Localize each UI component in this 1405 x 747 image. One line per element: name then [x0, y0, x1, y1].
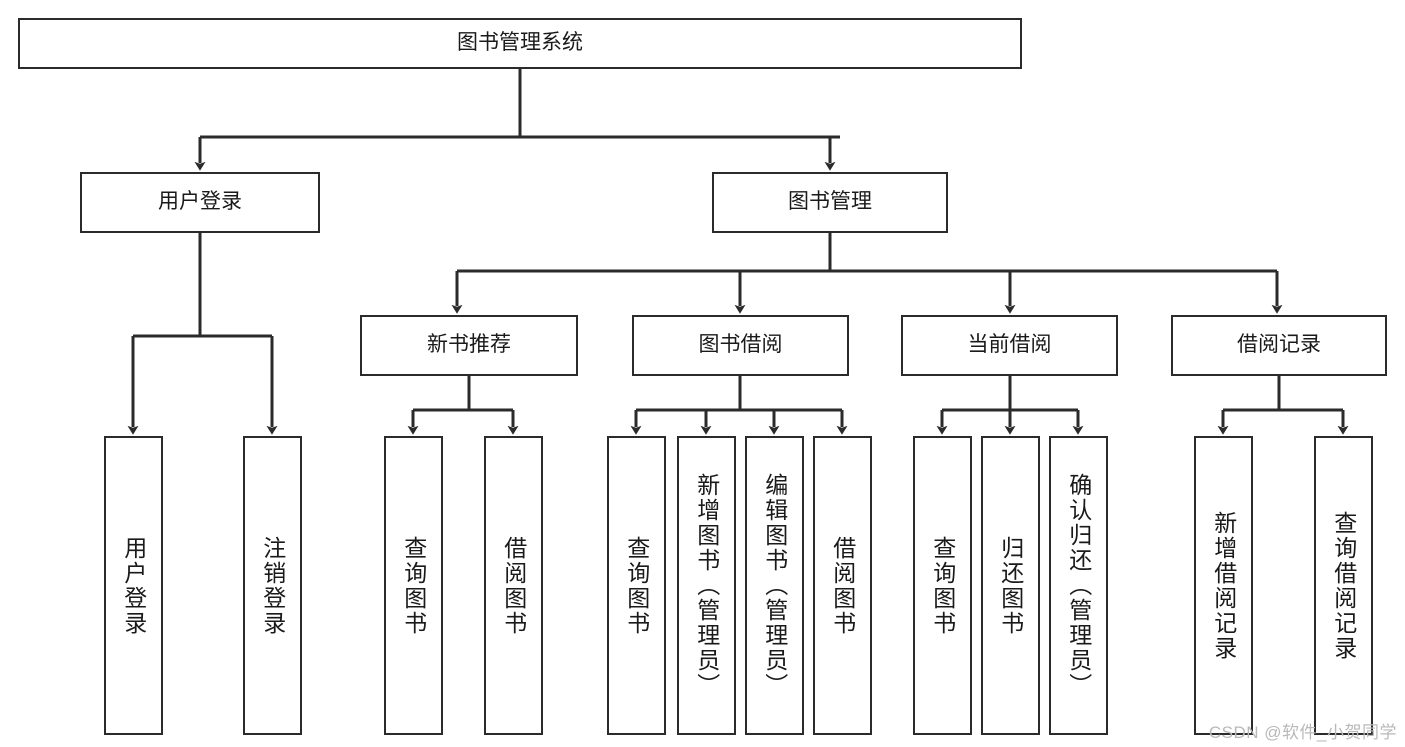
leaf-borrow-query-book[interactable]: 查询图书	[607, 436, 666, 735]
node-book-management[interactable]: 图书管理	[712, 172, 948, 233]
node-label: 编辑图书（管理员）	[761, 473, 788, 698]
node-label: 新书推荐	[427, 333, 511, 357]
node-label: 新增图书（管理员）	[693, 473, 720, 698]
node-label: 借阅记录	[1237, 333, 1321, 357]
node-user-login[interactable]: 用户登录	[80, 172, 320, 233]
node-label: 图书管理	[788, 190, 872, 214]
node-root-system[interactable]: 图书管理系统	[18, 18, 1022, 69]
node-borrow-record[interactable]: 借阅记录	[1171, 315, 1387, 376]
node-label: 归还图书	[997, 535, 1024, 636]
node-label: 查询借阅记录	[1330, 510, 1357, 661]
node-label: 图书管理系统	[457, 31, 583, 55]
leaf-borrow-add-book-admin[interactable]: 新增图书（管理员）	[677, 436, 736, 735]
leaf-current-return-book[interactable]: 归还图书	[981, 436, 1040, 735]
leaf-recommend-query-book[interactable]: 查询图书	[384, 436, 443, 735]
leaf-record-query-record[interactable]: 查询借阅记录	[1314, 436, 1373, 735]
node-label: 查询图书	[929, 535, 956, 636]
node-book-borrow[interactable]: 图书借阅	[632, 315, 849, 376]
node-label: 用户登录	[120, 535, 147, 636]
leaf-borrow-borrow-book[interactable]: 借阅图书	[813, 436, 872, 735]
leaf-borrow-edit-book-admin[interactable]: 编辑图书（管理员）	[745, 436, 804, 735]
node-label: 图书借阅	[698, 333, 783, 357]
node-label: 查询图书	[623, 535, 650, 636]
leaf-record-add-record[interactable]: 新增借阅记录	[1194, 436, 1253, 735]
node-label: 用户登录	[158, 190, 242, 214]
node-label: 查询图书	[400, 535, 427, 636]
leaf-current-query-book[interactable]: 查询图书	[913, 436, 972, 735]
leaf-current-confirm-return-admin[interactable]: 确认归还（管理员）	[1049, 436, 1108, 735]
node-label: 确认归还（管理员）	[1065, 473, 1092, 698]
node-new-book-recommend[interactable]: 新书推荐	[360, 315, 578, 376]
node-label: 借阅图书	[500, 535, 527, 636]
node-label: 当前借阅	[967, 333, 1052, 357]
leaf-user-login-login[interactable]: 用户登录	[104, 436, 163, 735]
node-label: 新增借阅记录	[1210, 510, 1237, 661]
node-label: 注销登录	[259, 535, 286, 636]
node-current-borrow[interactable]: 当前借阅	[901, 315, 1118, 376]
leaf-recommend-borrow-book[interactable]: 借阅图书	[484, 436, 543, 735]
node-label: 借阅图书	[829, 535, 856, 636]
leaf-user-login-logout[interactable]: 注销登录	[243, 436, 302, 735]
